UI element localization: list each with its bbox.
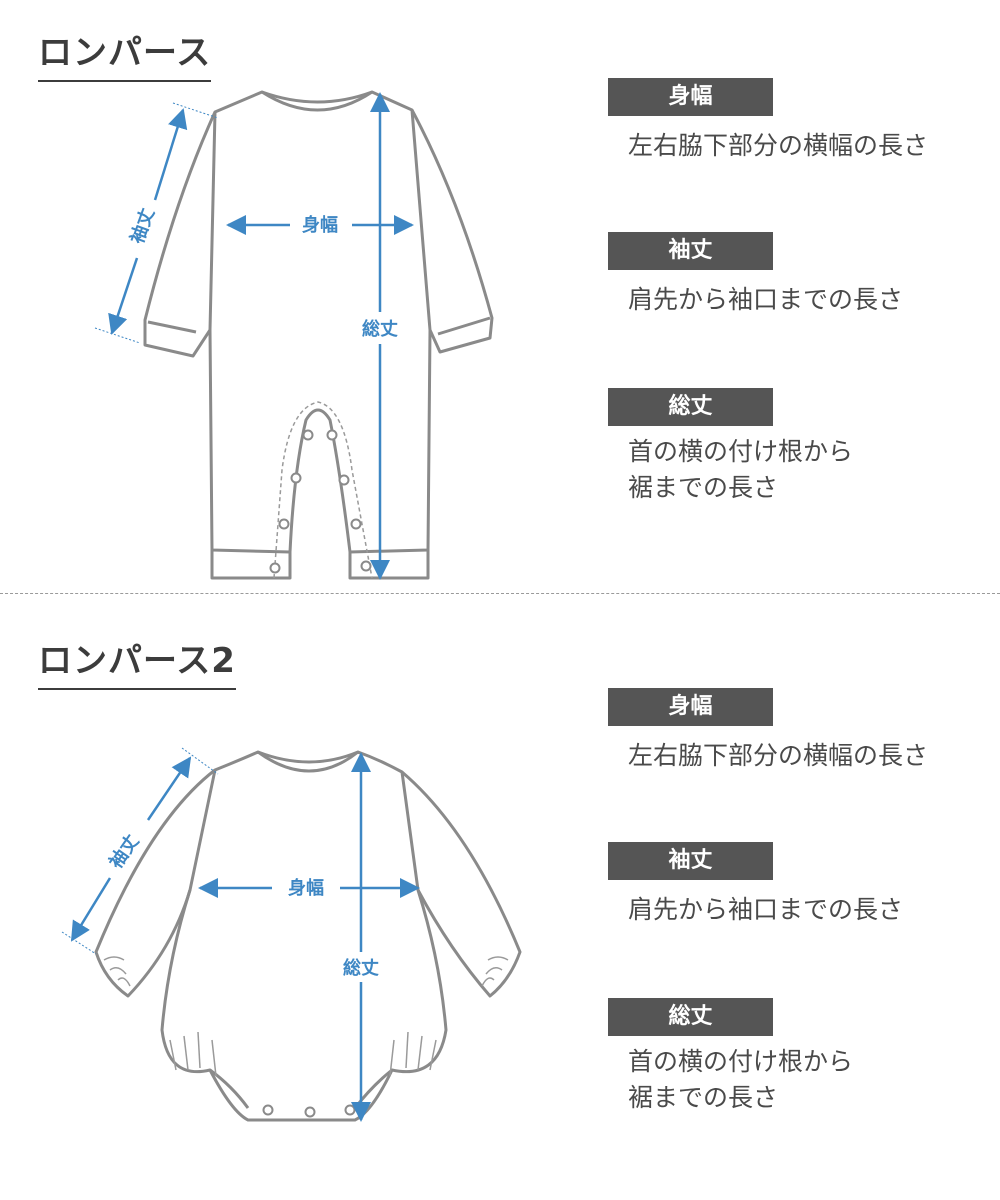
width-label: 身幅 <box>288 877 324 899</box>
snap-buttons <box>269 429 372 574</box>
width-label: 身幅 <box>302 214 338 236</box>
total-length-indicator: 総丈 <box>362 92 398 580</box>
sleeve-length-indicator: 袖丈 <box>94 102 219 344</box>
length-label: 総丈 <box>343 957 379 979</box>
label-sleeve-length: 袖丈 <box>608 842 773 880</box>
gathers <box>103 956 509 1077</box>
desc-total-length: 首の横の付け根から 裾までの長さ <box>628 1047 854 1112</box>
romper-outline <box>143 90 494 580</box>
snap-placket <box>273 401 373 579</box>
body-width-indicator: 身幅 <box>198 877 420 899</box>
label-body-width: 身幅 <box>608 78 773 116</box>
desc-sleeve-length: 肩先から袖口までの長さ <box>628 285 904 314</box>
length-label: 総丈 <box>362 318 398 340</box>
section-title: ロンパース2 <box>38 640 236 690</box>
desc-body-width: 左右脇下部分の横幅の長さ <box>628 741 929 770</box>
bodysuit-diagram: 袖丈 身幅 総丈 <box>61 747 522 1122</box>
bodysuit-outline <box>94 750 522 1122</box>
romper-diagram: 袖丈 身幅 総丈 <box>94 90 494 580</box>
desc-body-width: 左右脇下部分の横幅の長さ <box>628 131 929 160</box>
section-title: ロンパース <box>38 32 212 82</box>
section-divider <box>0 593 1000 594</box>
label-body-width: 身幅 <box>608 688 773 726</box>
label-sleeve-length: 袖丈 <box>608 232 773 270</box>
body-width-indicator: 身幅 <box>226 214 414 236</box>
total-length-indicator: 総丈 <box>343 752 379 1122</box>
label-total-length: 総丈 <box>608 388 773 426</box>
desc-sleeve-length: 肩先から袖口までの長さ <box>628 895 904 924</box>
sleeve-label: 袖丈 <box>126 205 159 246</box>
desc-total-length: 首の横の付け根から 裾までの長さ <box>628 437 854 502</box>
label-total-length: 総丈 <box>608 998 773 1036</box>
